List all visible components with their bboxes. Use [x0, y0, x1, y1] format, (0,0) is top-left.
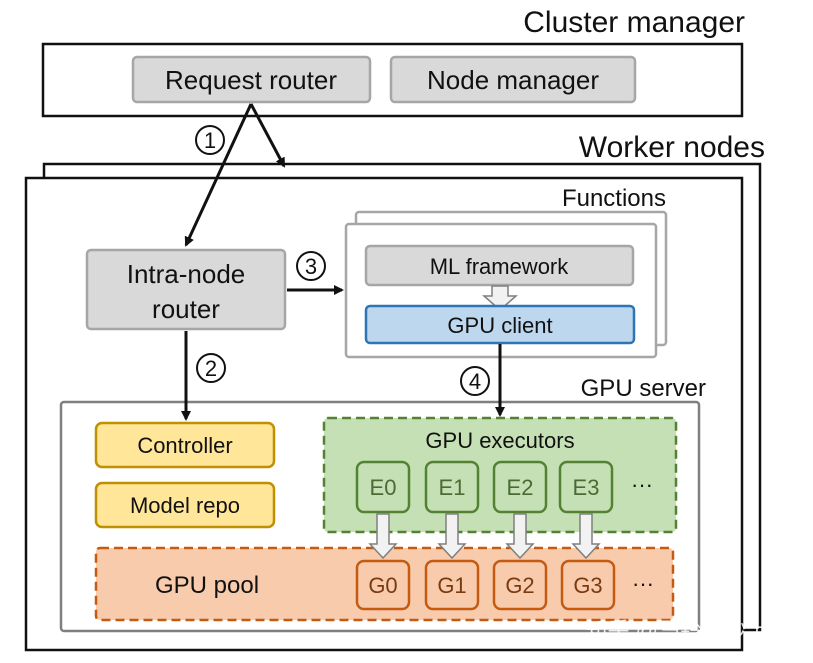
down-arrow-icon [571, 513, 601, 560]
gpu-server-title: GPU server [581, 375, 706, 402]
step-1-marker [195, 125, 225, 155]
down-arrow-icon [482, 285, 518, 311]
gpu-client-label: GPU client [447, 313, 552, 338]
request-router-box [131, 55, 372, 104]
gpu-client-box [364, 304, 636, 345]
gpu-executors-title: GPU executors [425, 428, 574, 453]
pool-ellipsis: ··· [632, 571, 654, 596]
executor-label: E1 [439, 475, 466, 500]
gpu-chip [355, 559, 411, 611]
gpu-label: G0 [368, 573, 397, 598]
executor-label: E3 [573, 475, 600, 500]
executors-ellipsis: ··· [631, 472, 653, 497]
gpu-label: G3 [573, 573, 602, 598]
gpu-chip [560, 559, 616, 611]
executor-chip [558, 460, 614, 514]
step-3-marker [296, 251, 326, 281]
ml-framework-box [364, 244, 635, 287]
step-4-marker [460, 366, 490, 396]
step-2-label: 2 [205, 356, 217, 381]
gpu-chip [492, 559, 548, 611]
down-arrow-icon [437, 513, 467, 560]
functions-title: Functions [562, 185, 666, 212]
arrow-request-to-intra-router [184, 103, 253, 247]
step-2-marker [196, 353, 226, 383]
step-4-label: 4 [469, 369, 481, 394]
executor-chip [492, 460, 548, 514]
node-manager-box [389, 55, 637, 104]
executor-label: E2 [507, 475, 534, 500]
ml-framework-label: ML framework [430, 254, 570, 279]
intra-node-router-box [85, 248, 287, 331]
controller-box [94, 421, 276, 469]
down-arrow-icon [368, 513, 398, 560]
gpu-pool-title: GPU pool [155, 572, 259, 599]
watermark: 知乎 @马铃薯炒土豆 [586, 618, 790, 643]
gpu-label: G2 [505, 573, 534, 598]
node-manager-label: Node manager [427, 65, 599, 95]
intra-node-router-label-1: Intra-node [127, 259, 246, 289]
step-1-label: 1 [204, 128, 216, 153]
executor-chip [424, 460, 480, 514]
intra-node-router-label-2: router [152, 294, 220, 324]
executor-label: E0 [370, 475, 397, 500]
request-router-label: Request router [165, 65, 337, 95]
step-3-label: 3 [305, 254, 317, 279]
arrow-request-to-other-node [249, 103, 286, 168]
gpu-chip [424, 559, 480, 611]
executor-chip [355, 460, 411, 514]
model-repo-label: Model repo [130, 493, 240, 518]
gpu-label: G1 [437, 573, 466, 598]
worker-nodes-title: Worker nodes [579, 131, 765, 164]
cluster-manager-title: Cluster manager [523, 6, 745, 39]
down-arrow-icon [505, 513, 535, 560]
model-repo-box [94, 481, 276, 529]
controller-label: Controller [137, 433, 232, 458]
